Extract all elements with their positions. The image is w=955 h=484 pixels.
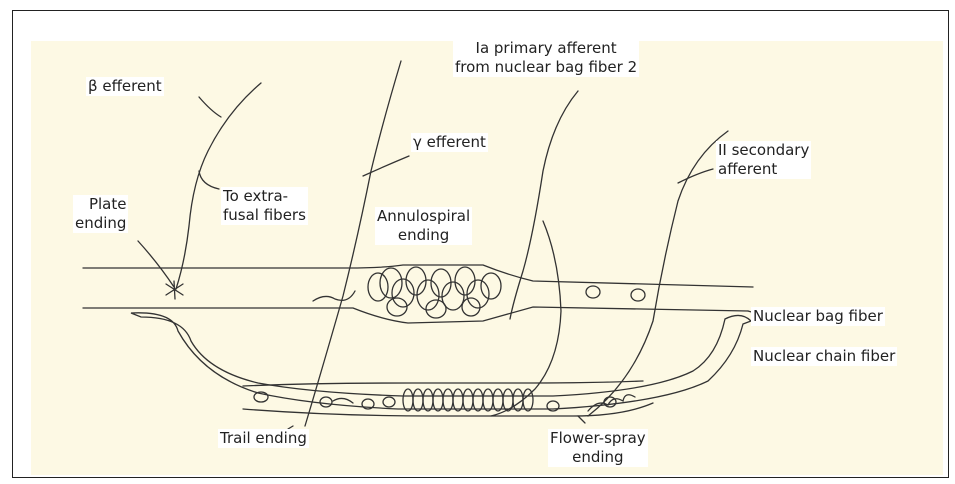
plate-ending-label: Plate ending — [73, 195, 128, 233]
flower-spray-label: Flower-spray ending — [548, 429, 648, 467]
ii-afferent-line2: afferent — [718, 160, 809, 179]
annulospiral-label: Annulospiral ending — [375, 207, 472, 245]
flower-spray-line2: ending — [550, 448, 646, 467]
ia-afferent-line2: from nuclear bag fiber 2 — [455, 58, 637, 77]
ia-afferent-line1: Ia primary afferent — [455, 39, 637, 58]
ii-afferent-line1: II secondary — [718, 141, 809, 160]
flower-spray-line1: Flower-spray — [550, 429, 646, 448]
gamma-efferent-label: γ efferent — [411, 133, 488, 152]
plate-ending-line1: Plate — [75, 195, 126, 214]
diagram-background — [31, 41, 943, 475]
ia-afferent-label: Ia primary afferent from nuclear bag fib… — [453, 39, 639, 77]
nuclear-bag-fiber-label: Nuclear bag fiber — [751, 307, 885, 326]
annulospiral-line2: ending — [377, 226, 470, 245]
trail-ending-label: Trail ending — [218, 429, 309, 448]
plate-ending-line2: ending — [75, 214, 126, 233]
figure-frame: β efferent Ia primary afferent from nucl… — [12, 10, 949, 478]
to-extrafusal-line2: fusal fibers — [223, 206, 306, 225]
annulospiral-line1: Annulospiral — [377, 207, 470, 226]
to-extrafusal-line1: To extra- — [223, 187, 306, 206]
to-extrafusal-label: To extra- fusal fibers — [221, 187, 308, 225]
beta-efferent-label: β efferent — [86, 77, 164, 96]
ii-afferent-label: II secondary afferent — [716, 141, 811, 179]
nuclear-chain-fiber-label: Nuclear chain fiber — [751, 347, 897, 366]
